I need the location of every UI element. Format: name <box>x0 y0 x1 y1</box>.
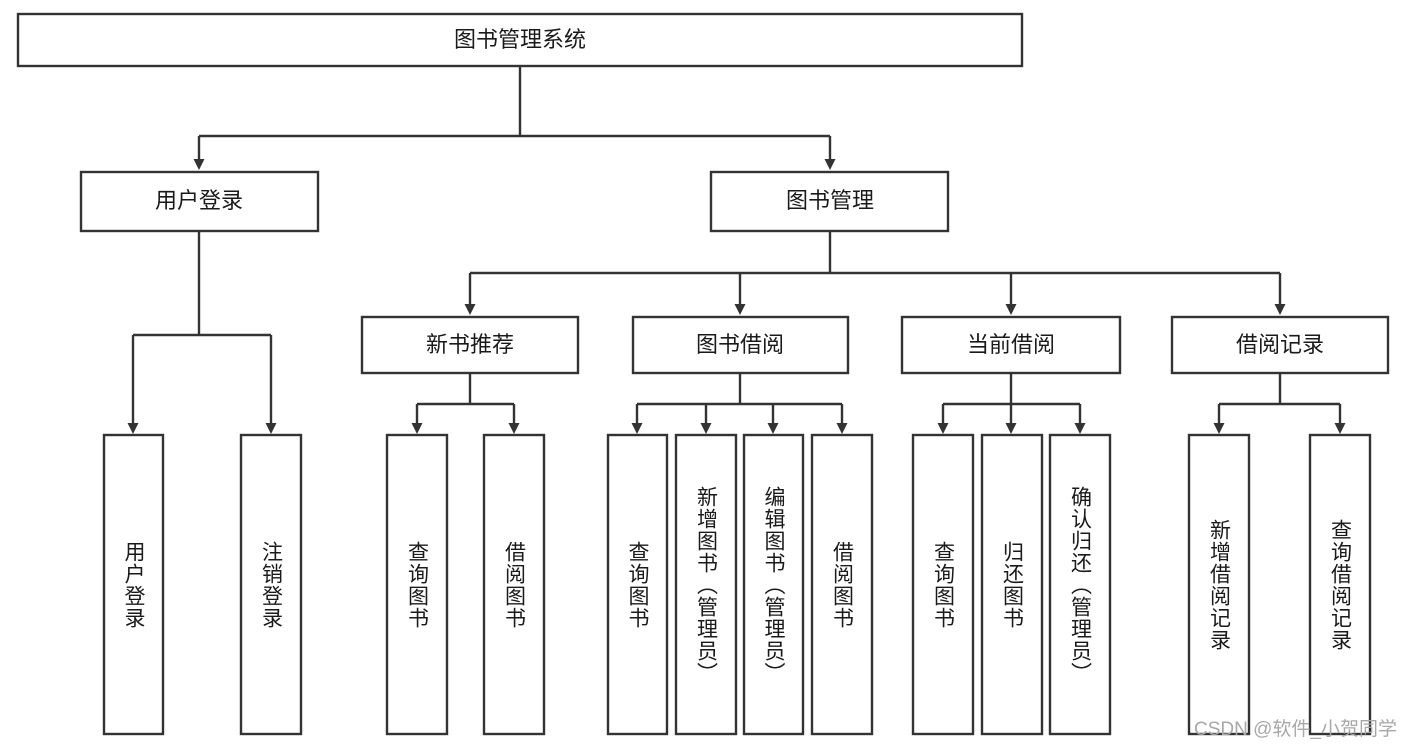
leaf-node-text-frame: 借阅图书 <box>830 540 854 629</box>
leaf-node[interactable]: 编辑图书（管理员） <box>742 433 805 736</box>
leaf-node-label: 查询图书 <box>931 540 955 629</box>
node-user-login-box[interactable] <box>79 170 320 233</box>
node-book-borrow-label: 图书借阅 <box>696 332 784 357</box>
leaf-node[interactable]: 借阅图书 <box>482 433 546 736</box>
leaf-node[interactable]: 查询图书 <box>606 433 669 736</box>
leaf-node-box[interactable] <box>239 433 303 736</box>
node-book-manage[interactable]: 图书管理 <box>709 170 950 233</box>
leaf-node-label: 借阅图书 <box>830 540 854 629</box>
node-new-book-recommend-box[interactable] <box>360 315 580 375</box>
node-borrow-record-box[interactable] <box>1170 315 1390 375</box>
node-book-borrow-box[interactable] <box>631 315 850 375</box>
leaf-node[interactable]: 查询图书 <box>385 433 449 736</box>
node-new-book-recommend[interactable]: 新书推荐 <box>360 315 580 375</box>
leaf-node-label: 借阅图书 <box>502 540 526 629</box>
leaf-node[interactable]: 新增借阅记录 <box>1187 433 1251 736</box>
leaf-node-text-frame: 归还图书 <box>1000 540 1024 629</box>
leaf-node-box[interactable] <box>1308 433 1372 736</box>
node-current-borrow[interactable]: 当前借阅 <box>900 315 1122 375</box>
leaf-node-text-frame: 借阅图书 <box>502 540 526 629</box>
node-borrow-record-label: 借阅记录 <box>1236 332 1324 357</box>
leaf-node-box[interactable] <box>606 433 669 736</box>
node-book-manage-label: 图书管理 <box>786 188 874 213</box>
leaf-node[interactable]: 注销登录 <box>239 433 303 736</box>
connector-layer <box>127 66 1346 434</box>
leaf-node-box[interactable] <box>385 433 449 736</box>
node-current-borrow-label: 当前借阅 <box>967 332 1055 357</box>
leaf-node-text-frame: 查询图书 <box>405 540 429 629</box>
leaf-node-box[interactable] <box>742 433 805 736</box>
node-root[interactable]: 图书管理系统 <box>16 12 1024 68</box>
node-book-manage-box[interactable] <box>709 170 950 233</box>
node-new-book-recommend-label: 新书推荐 <box>426 332 514 357</box>
leaf-node-text-frame: 确认归还（管理员） <box>1068 485 1092 684</box>
leaf-node[interactable]: 用户登录 <box>102 433 165 736</box>
leaf-node-text-frame: 新增图书（管理员） <box>694 485 718 684</box>
leaf-node-label: 查询图书 <box>626 540 649 629</box>
leaf-node-label: 用户登录 <box>122 540 145 629</box>
leaf-node-box[interactable] <box>810 433 874 736</box>
leaf-node[interactable]: 查询借阅记录 <box>1308 433 1372 736</box>
leaf-node-text-frame: 用户登录 <box>122 540 145 629</box>
node-user-login-label: 用户登录 <box>155 188 243 213</box>
leaf-node-label: 注销登录 <box>259 540 283 629</box>
leaf-node-box[interactable] <box>1048 433 1112 736</box>
leaf-node-box[interactable] <box>102 433 165 736</box>
leaf-layer: 用户登录 注销登录 查询图书 借阅图书 查询图书 新增图书（管理员） 编辑图书（管理员） 借阅… <box>102 433 1372 736</box>
leaf-node-label: 确认归还（管理员） <box>1068 485 1092 684</box>
leaf-node-box[interactable] <box>1187 433 1251 736</box>
node-root-label: 图书管理系统 <box>454 27 586 52</box>
leaf-node-label: 编辑图书（管理员） <box>762 485 785 684</box>
leaf-node-box[interactable] <box>911 433 975 736</box>
leaf-node-label: 归还图书 <box>1000 540 1024 629</box>
leaf-node-text-frame: 注销登录 <box>259 540 283 629</box>
node-book-borrow[interactable]: 图书借阅 <box>631 315 850 375</box>
leaf-node-box[interactable] <box>674 433 738 736</box>
node-borrow-record[interactable]: 借阅记录 <box>1170 315 1390 375</box>
leaf-node-text-frame: 新增借阅记录 <box>1207 518 1231 651</box>
node-user-login[interactable]: 用户登录 <box>79 170 320 233</box>
leaf-node-text-frame: 编辑图书（管理员） <box>762 485 785 684</box>
leaf-node-box[interactable] <box>482 433 546 736</box>
leaf-node-box[interactable] <box>980 433 1044 736</box>
node-root-box[interactable] <box>16 12 1024 68</box>
leaf-node[interactable]: 新增图书（管理员） <box>674 433 738 736</box>
leaf-node-text-frame: 查询图书 <box>931 540 955 629</box>
leaf-node-text-frame: 查询借阅记录 <box>1328 518 1352 651</box>
leaf-node[interactable]: 借阅图书 <box>810 433 874 736</box>
leaf-node-label: 查询图书 <box>405 540 429 629</box>
leaf-node-label: 新增借阅记录 <box>1207 518 1231 651</box>
leaf-node[interactable]: 归还图书 <box>980 433 1044 736</box>
node-current-borrow-box[interactable] <box>900 315 1122 375</box>
leaf-node[interactable]: 查询图书 <box>911 433 975 736</box>
leaf-node[interactable]: 确认归还（管理员） <box>1048 433 1112 736</box>
leaf-node-label: 查询借阅记录 <box>1328 518 1352 651</box>
leaf-node-label: 新增图书（管理员） <box>694 485 718 684</box>
leaf-node-text-frame: 查询图书 <box>626 540 649 629</box>
